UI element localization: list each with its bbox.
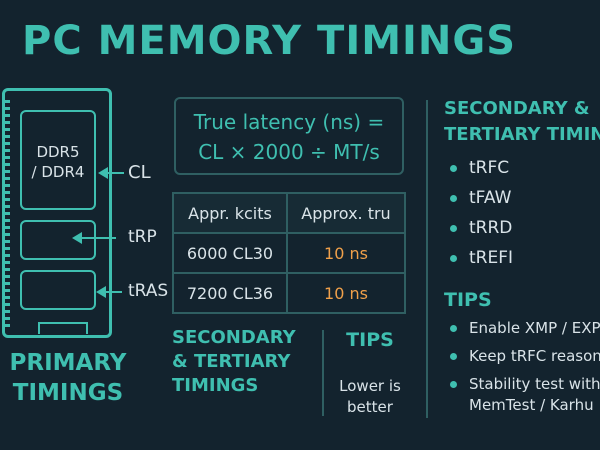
tip-text: Enable XMP / EXP — [469, 319, 600, 337]
memory-chip-3 — [20, 270, 96, 310]
memory-chip-2 — [20, 220, 96, 260]
timing-name: tRFC — [469, 158, 510, 178]
bullet-icon — [450, 254, 457, 262]
right-secondary-heading: SECONDARY & TERTIARY TIMING — [444, 96, 600, 148]
bullet-icon — [450, 325, 457, 332]
tras-arrow-line — [104, 291, 122, 293]
table-header-kits: Appr. kcits — [172, 192, 288, 234]
tip-text-continued: MemTest / Karhu — [469, 396, 594, 414]
chip-label-line2: / DDR4 — [31, 163, 85, 181]
cl-arrow-icon — [98, 167, 108, 179]
cl-arrow-line — [106, 172, 124, 174]
tip-text: Stability test with — [469, 375, 600, 393]
primary-timings-caption: PRIMARY TIMINGS — [9, 350, 127, 406]
bullet-icon — [450, 194, 457, 202]
tras-arrow-icon — [96, 286, 106, 298]
bullet-icon — [450, 381, 457, 388]
bullet-icon — [450, 164, 457, 172]
list-item: Keep tRFC reason — [450, 346, 600, 367]
table-header-row: Appr. kcits Approx. tru — [172, 192, 407, 234]
bottom-divider — [322, 330, 324, 416]
list-item: tRRD — [450, 218, 512, 238]
timing-name: tRRD — [469, 218, 513, 238]
secondary-tertiary-heading: SECONDARY & TERTIARY TIMINGS — [172, 327, 296, 396]
memory-chip-main: DDR5 / DDR4 — [20, 110, 96, 210]
bullet-icon — [450, 353, 457, 360]
tras-label: tRAS — [128, 281, 169, 301]
right-secondary-heading-line1: SECONDARY & — [444, 98, 590, 119]
memory-notch — [38, 322, 88, 334]
timing-name: tREFI — [469, 248, 514, 268]
bullet-icon — [450, 224, 457, 232]
list-item: tFAW — [450, 188, 511, 208]
right-secondary-heading-line2: TERTIARY TIMING — [444, 124, 600, 145]
table-row: 7200 CL36 10 ns — [172, 272, 407, 314]
page-title: PC MEMORY TIMINGS — [22, 18, 517, 64]
table-cell-latency: 10 ns — [285, 232, 407, 274]
trp-label: tRP — [128, 227, 157, 247]
table-cell-latency: 10 ns — [285, 272, 407, 314]
table-row: 6000 CL30 10 ns — [172, 232, 407, 274]
list-item: tRFC — [450, 158, 509, 178]
table-cell-kit: 6000 CL30 — [172, 232, 288, 274]
trp-arrow-line — [80, 237, 116, 239]
table-header-latency: Approx. tru — [285, 192, 407, 234]
tip-text: Keep tRFC reason — [469, 347, 600, 365]
cl-label: CL — [128, 162, 151, 183]
memory-pins — [2, 100, 10, 328]
table-cell-kit: 7200 CL36 — [172, 272, 288, 314]
tips-heading-right: TIPS — [444, 289, 492, 311]
formula-line1: True latency (ns) = — [193, 110, 385, 134]
kit-latency-table: Appr. kcits Approx. tru 6000 CL30 10 ns … — [172, 192, 407, 314]
trp-arrow-icon — [72, 232, 82, 244]
list-item: tREFI — [450, 248, 513, 268]
chip-label-line1: DDR5 — [36, 143, 80, 161]
timing-name: tFAW — [469, 188, 512, 208]
formula-box: True latency (ns) = CL × 2000 ÷ MT/s — [174, 97, 404, 175]
tips-heading-bottom: TIPS — [346, 329, 394, 351]
tips-note: Lower is better — [339, 377, 401, 416]
list-item: Stability test with MemTest / Karhu — [450, 374, 600, 416]
formula-line2: CL × 2000 ÷ MT/s — [198, 140, 380, 164]
list-item: Enable XMP / EXP — [450, 318, 600, 339]
right-panel-divider — [426, 100, 428, 418]
